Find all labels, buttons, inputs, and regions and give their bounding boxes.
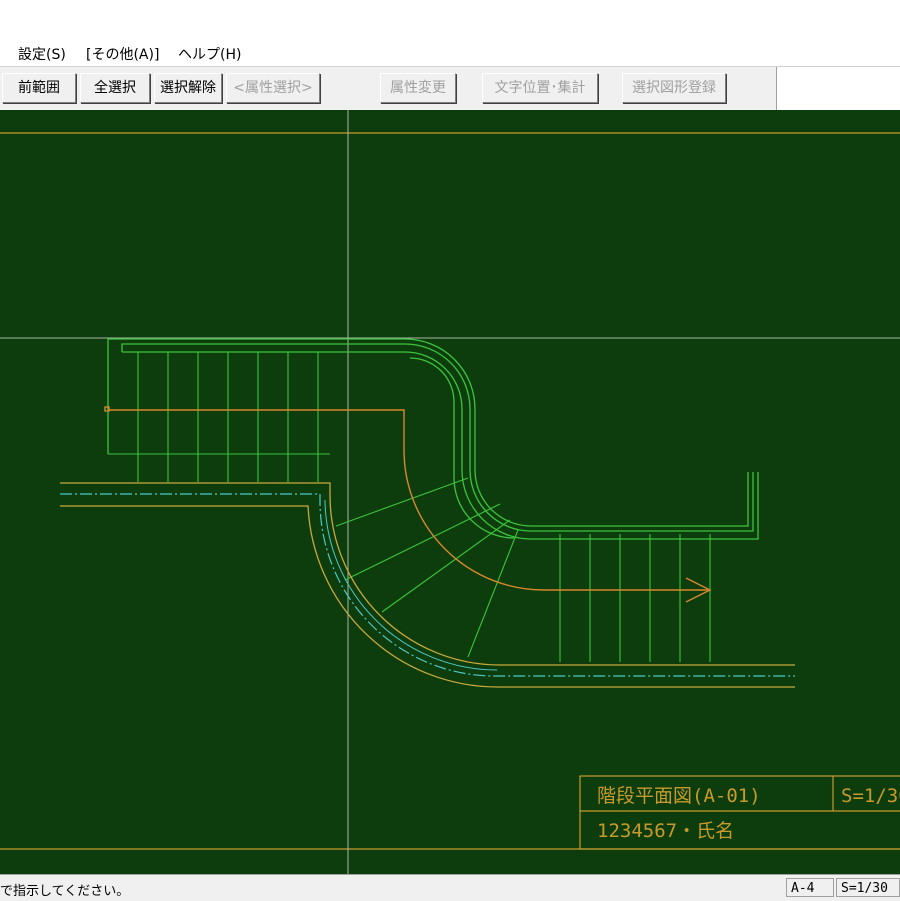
toolbar: 前範囲 全選択 選択解除 <属性選択> 属性変更 文字位置･集計 選択図形登録	[0, 66, 900, 112]
status-scale: S=1/30	[836, 878, 900, 897]
attr-change-button[interactable]: 属性変更	[380, 73, 456, 103]
stair-direction-arrow	[104, 406, 712, 603]
outer-wall	[60, 482, 795, 688]
status-message: で指示してください。	[0, 884, 130, 899]
deselect-button[interactable]: 選択解除	[154, 73, 222, 103]
wall-center-line	[60, 493, 795, 677]
attr-select-button[interactable]: <属性選択>	[226, 73, 320, 103]
drawing-canvas[interactable]: 階段平面図(A-01) S=1/30 1234567・氏名	[0, 110, 900, 874]
drawing-scale: S=1/30	[841, 785, 900, 807]
upper-flight-treads	[108, 352, 330, 482]
drawing-subtitle: 1234567・氏名	[597, 820, 734, 842]
window-titlebar	[0, 0, 900, 40]
prev-range-button[interactable]: 前範囲	[2, 73, 76, 103]
lower-flight-treads	[559, 534, 711, 662]
title-block	[579, 775, 900, 850]
wall-inner-line	[324, 499, 498, 671]
status-sheet-size: A-4	[786, 878, 834, 897]
upper-handrail	[107, 338, 759, 540]
drawing-title: 階段平面図(A-01)	[597, 785, 761, 807]
toolbar-blank-area	[776, 67, 900, 110]
menu-bar: 設定(S) [その他(A)] ヘルプ(H)	[0, 40, 900, 66]
menu-other[interactable]: [その他(A)]	[86, 47, 160, 63]
status-bar: で指示してください。 A-4 S=1/30	[0, 874, 900, 901]
menu-settings[interactable]: 設定(S)	[18, 47, 66, 63]
select-all-button[interactable]: 全選択	[80, 73, 150, 103]
text-position-total-button[interactable]: 文字位置･集計	[482, 73, 598, 103]
register-shape-button[interactable]: 選択図形登録	[622, 73, 726, 103]
menu-help[interactable]: ヘルプ(H)	[178, 47, 242, 63]
staircase-plan-drawing: 階段平面図(A-01) S=1/30 1234567・氏名	[0, 110, 900, 874]
winder-treads	[335, 477, 519, 658]
